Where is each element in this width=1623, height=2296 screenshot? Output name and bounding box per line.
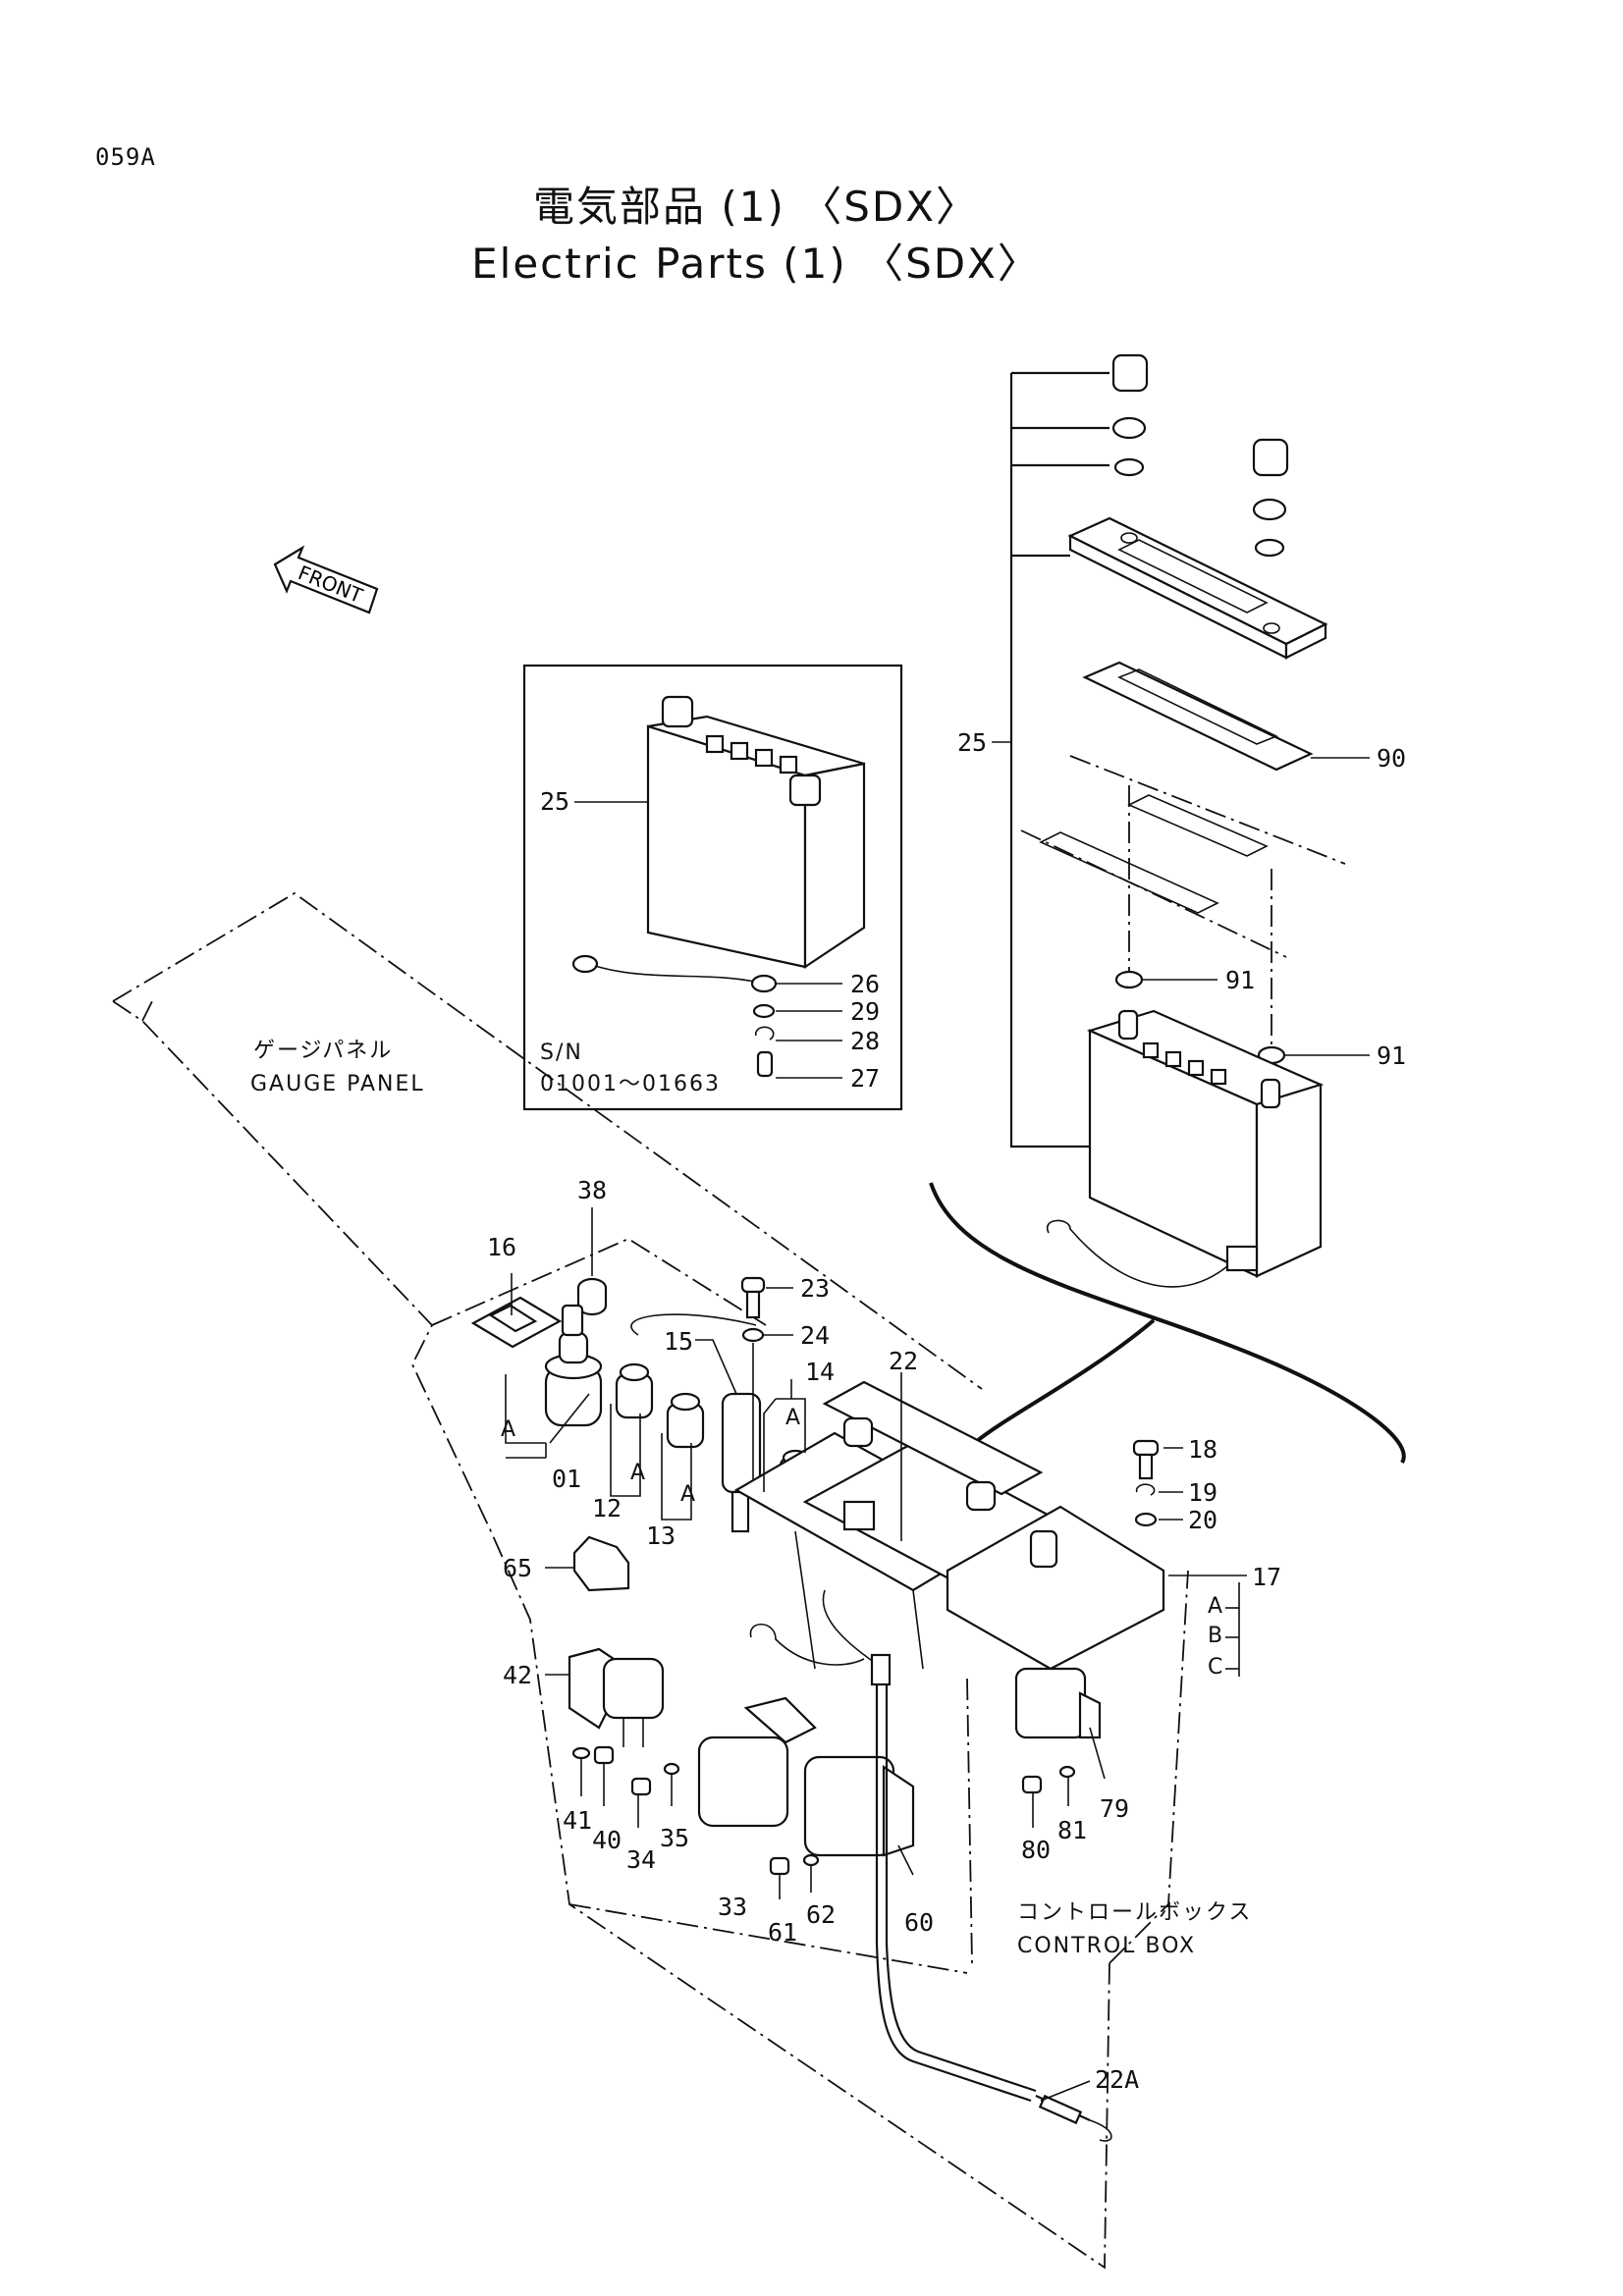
battery-old-drawing <box>646 695 866 970</box>
washer-19-drawing <box>1135 1483 1156 1496</box>
callout-16: 16 <box>487 1233 517 1261</box>
callout-38: 38 <box>577 1176 608 1204</box>
gauge-panel-label-jp: ゲージパネル <box>253 1039 394 1063</box>
callout-25-inset: 25 <box>540 787 570 816</box>
callout-29: 29 <box>850 997 881 1026</box>
callout-35: 35 <box>660 1824 690 1852</box>
battery-terminal-caps <box>1111 353 1289 558</box>
control-box-label-en: CONTROL BOX <box>1017 1934 1197 1958</box>
battery-pad-plate <box>1082 661 1314 772</box>
callout-91-left: 91 <box>1225 966 1256 994</box>
callout-27: 27 <box>850 1064 881 1093</box>
callout-24: 24 <box>800 1321 831 1350</box>
callout-81: 81 <box>1057 1816 1088 1844</box>
battery-hold-down-bracket <box>1067 516 1328 660</box>
bolt-18-drawing <box>1132 1439 1160 1480</box>
relay-60-drawing <box>803 1755 915 1857</box>
relay-42-drawing <box>568 1647 665 1747</box>
relay-65-drawing <box>572 1535 630 1592</box>
inset-frame <box>522 664 903 1111</box>
variant-A-13: A <box>680 1482 698 1507</box>
variant-A-01: A <box>501 1417 518 1442</box>
callout-17: 17 <box>1252 1563 1282 1591</box>
serial-label: S/N <box>540 1041 583 1065</box>
front-label: FRONT <box>295 561 366 608</box>
callout-22A: 22A <box>1095 2065 1140 2094</box>
callout-80: 80 <box>1021 1836 1052 1864</box>
battery-new-drawing <box>1046 1009 1325 1288</box>
callout-18: 18 <box>1188 1435 1218 1464</box>
leader-curve <box>975 1318 1156 1443</box>
bolts-80-81-drawing <box>1021 1765 1076 1794</box>
washer-24-drawing <box>741 1327 765 1343</box>
detail-boundary-curve <box>929 1182 1406 1465</box>
callout-65: 65 <box>503 1554 533 1582</box>
callout-12: 12 <box>592 1494 622 1522</box>
callout-01: 01 <box>552 1465 582 1493</box>
callout-90: 90 <box>1377 744 1407 773</box>
callout-14: 14 <box>805 1358 836 1386</box>
battery-tray-outline <box>1020 755 1346 1050</box>
relay-79-drawing <box>1014 1667 1102 1739</box>
callout-28: 28 <box>850 1027 881 1055</box>
cap-38-drawing <box>576 1277 608 1316</box>
variant-B-17: B <box>1208 1624 1225 1648</box>
callout-23: 23 <box>800 1274 831 1303</box>
variant-A-12: A <box>630 1461 648 1485</box>
callout-15: 15 <box>664 1327 694 1356</box>
page-title-japanese: 電気部品 (1) 〈SDX〉 <box>533 183 979 231</box>
control-box-drawing <box>733 1380 1165 1671</box>
callout-13: 13 <box>646 1522 676 1550</box>
callout-79: 79 <box>1100 1794 1130 1823</box>
battery-cap-strap-drawing <box>571 954 778 1078</box>
callout-19: 19 <box>1188 1478 1218 1507</box>
variant-C-17: C <box>1208 1655 1225 1680</box>
callout-34: 34 <box>626 1845 657 1874</box>
washer-91-left <box>1114 970 1144 989</box>
bolts-34-40-41-drawing <box>571 1745 680 1796</box>
callout-91-right: 91 <box>1377 1041 1407 1070</box>
variant-A-14: A <box>785 1406 803 1430</box>
callout-61: 61 <box>768 1918 798 1947</box>
callout-42: 42 <box>503 1661 533 1689</box>
page-code: 059A <box>95 143 156 171</box>
page-title-english: Electric Parts (1) 〈SDX〉 <box>471 240 1041 288</box>
relay-33-drawing <box>697 1696 817 1828</box>
callout-25-main: 25 <box>957 728 988 757</box>
front-arrow-icon: FRONT <box>273 545 379 614</box>
switch-16-drawing <box>470 1296 563 1349</box>
lamp-13-drawing <box>666 1392 705 1449</box>
lamp-12-drawing <box>615 1362 654 1419</box>
callout-60: 60 <box>904 1908 935 1937</box>
variant-A-17: A <box>1208 1594 1225 1619</box>
callout-41: 41 <box>563 1806 593 1835</box>
callout-leaders <box>505 1207 1247 2102</box>
callout-62: 62 <box>806 1900 837 1929</box>
callout-20: 20 <box>1188 1506 1218 1534</box>
callout-22: 22 <box>889 1347 919 1375</box>
gauge-panel-label-en: GAUGE PANEL <box>250 1072 425 1096</box>
serial-range: 01001～01663 <box>540 1072 721 1096</box>
callout-33: 33 <box>718 1893 748 1921</box>
control-box-label-jp: コントロールボックス <box>1017 1900 1253 1925</box>
callout-40: 40 <box>592 1826 622 1854</box>
washer-20-drawing <box>1134 1512 1158 1527</box>
key-switch-01-drawing <box>544 1304 603 1427</box>
callout-26: 26 <box>850 970 881 998</box>
bolt-23-drawing <box>740 1276 766 1319</box>
gauge-panel-outline <box>112 891 1189 2269</box>
